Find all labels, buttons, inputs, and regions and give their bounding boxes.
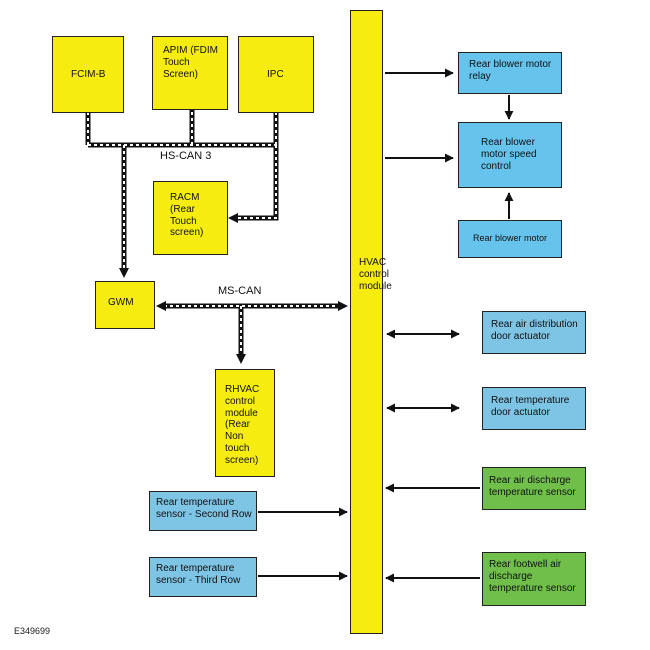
rear-temp-sensor-third-row: Rear temperature sensor - Third Row bbox=[149, 557, 257, 597]
hs-can-label: HS-CAN 3 bbox=[160, 150, 212, 162]
rear-temp-sensor-second-row: Rear temperature sensor - Second Row bbox=[149, 491, 257, 531]
rear-temperature-door-actuator: Rear temperature door actuator bbox=[482, 387, 586, 430]
rhvac-module: RHVAC control module (Rear Non touch scr… bbox=[215, 369, 275, 477]
figure-code: E349699 bbox=[14, 626, 51, 636]
signal-arrows bbox=[258, 68, 514, 583]
ms-can-label: MS-CAN bbox=[218, 285, 262, 297]
hvac-module: HVAC control module bbox=[350, 10, 392, 634]
ipc-module: IPC bbox=[238, 36, 314, 113]
gwm-module: GWM bbox=[95, 281, 155, 329]
racm-module: RACM (Rear Touch screen) bbox=[153, 181, 228, 255]
ms-can-bus bbox=[156, 301, 348, 364]
rear-air-discharge-sensor: Rear air discharge temperature sensor bbox=[482, 467, 586, 510]
apim-module: APIM (FDIM Touch Screen) bbox=[152, 36, 228, 110]
rear-blower-speed-control: Rear blower motor speed control bbox=[458, 122, 562, 188]
fcim-b-module: FCIM-B bbox=[52, 36, 124, 113]
rear-blower-motor: Rear blower motor bbox=[458, 220, 562, 258]
rear-air-distribution-actuator: Rear air distribution door actuator bbox=[482, 311, 586, 354]
rear-blower-relay: Rear blower motor relay bbox=[458, 52, 562, 94]
rear-footwell-discharge-sensor: Rear footwell air discharge temperature … bbox=[482, 552, 586, 606]
